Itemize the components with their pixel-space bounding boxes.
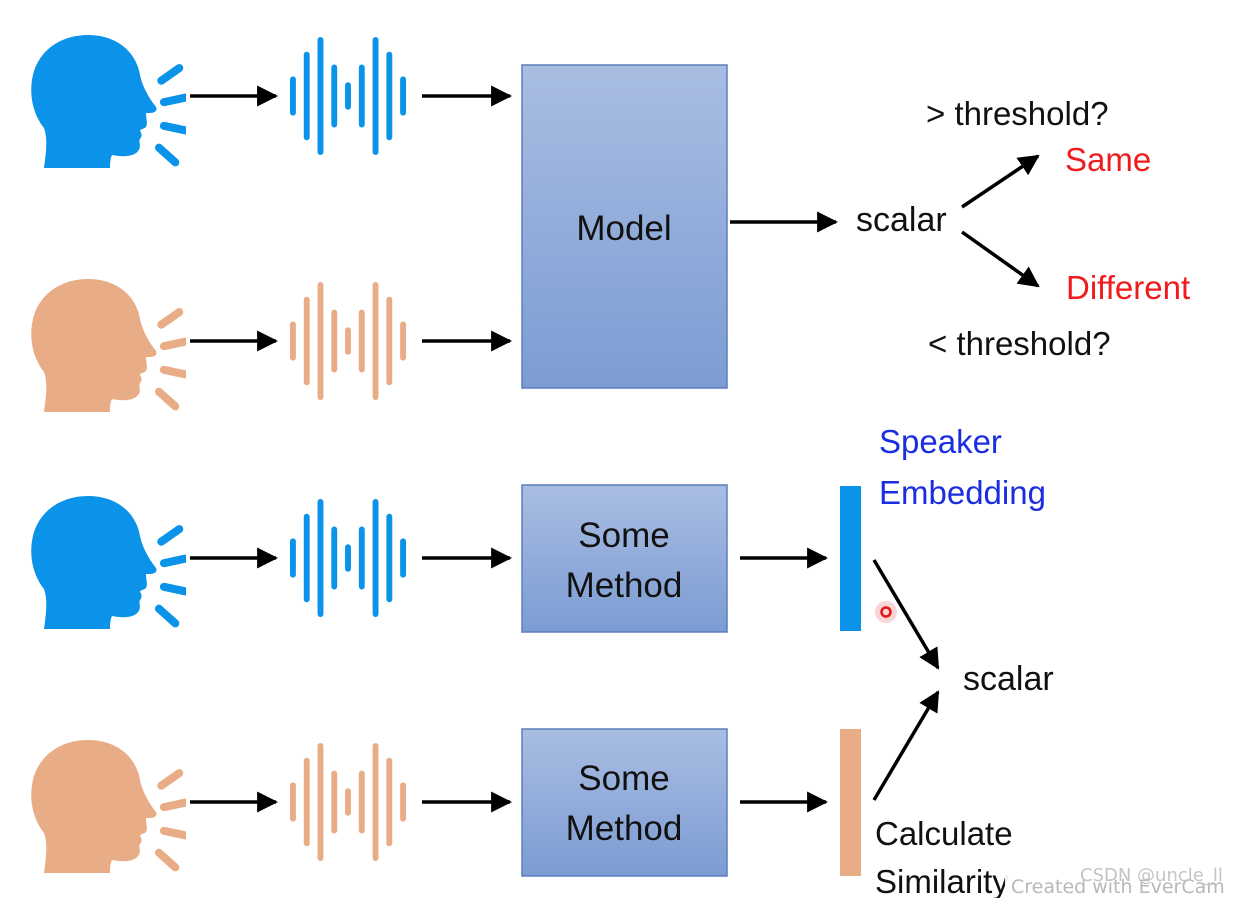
sound-wave-icon bbox=[290, 37, 407, 155]
model-label: Model bbox=[576, 209, 671, 248]
scalar-label: scalar bbox=[856, 201, 947, 239]
sound-wave-icon bbox=[290, 743, 407, 861]
method-box-bottom bbox=[521, 728, 728, 877]
model-box bbox=[521, 64, 728, 389]
above-threshold-label: > threshold? bbox=[926, 95, 1109, 132]
method-label-line1: Some bbox=[578, 516, 669, 555]
cursor-highlight bbox=[875, 601, 897, 623]
speaker-embedding-label-line1: Speaker bbox=[879, 423, 1002, 460]
method-label-line1: Some bbox=[578, 759, 669, 798]
speaker-embedding-bar-b bbox=[840, 729, 861, 876]
speaker-embedding-label-line2: Embedding bbox=[879, 474, 1046, 511]
calculate-similarity-line1: Calculate bbox=[875, 815, 1013, 852]
speaker-head-icon bbox=[31, 496, 186, 629]
method-box-top bbox=[521, 484, 728, 633]
speaker-head-icon bbox=[31, 35, 186, 168]
arrow bbox=[872, 559, 940, 670]
sound-wave-icon bbox=[290, 499, 407, 617]
method-label-line2: Method bbox=[566, 566, 683, 605]
csdn-watermark: CSDN @uncle_ll bbox=[1080, 865, 1223, 886]
speaker-head-icon bbox=[31, 279, 186, 412]
cursor-dot bbox=[880, 606, 892, 618]
sound-wave-icon bbox=[290, 282, 407, 400]
speaker-embedding-bar-a bbox=[840, 486, 861, 631]
arrow bbox=[961, 154, 1040, 209]
arrow bbox=[960, 230, 1040, 288]
evercam-watermark: Created with EverCam bbox=[1011, 876, 1225, 898]
below-threshold-label: < threshold? bbox=[928, 325, 1111, 362]
arrow bbox=[872, 690, 940, 801]
speaker-head-icon bbox=[31, 740, 186, 873]
watermark-backdrop bbox=[1005, 868, 1254, 898]
similarity-scalar-label: scalar bbox=[963, 660, 1054, 698]
calculate-similarity-line2: Similarity bbox=[875, 863, 1009, 898]
different-result-label: Different bbox=[1066, 269, 1190, 306]
same-result-label: Same bbox=[1065, 141, 1151, 178]
method-label-line2: Method bbox=[566, 809, 683, 848]
